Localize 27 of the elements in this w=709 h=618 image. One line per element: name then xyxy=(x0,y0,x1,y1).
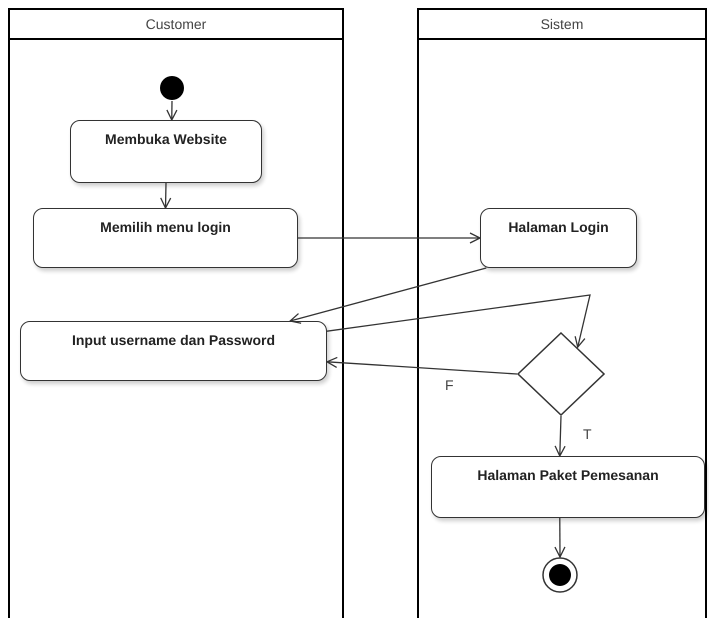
activity-label: Membuka Website xyxy=(105,130,227,149)
arrow xyxy=(160,182,172,209)
lane-title: Customer xyxy=(146,14,206,34)
final-node xyxy=(542,557,578,593)
activity-box xyxy=(70,120,262,183)
activity-box xyxy=(20,321,327,381)
lane-title: Sistem xyxy=(540,14,584,34)
initial-node xyxy=(159,75,185,101)
arrow xyxy=(290,267,486,324)
arrow xyxy=(554,416,566,457)
activity-box xyxy=(431,456,705,518)
decision-diamond xyxy=(517,332,605,416)
activity-box xyxy=(480,208,637,268)
edge-label: F xyxy=(444,378,455,392)
arrow xyxy=(166,101,178,121)
activity-label: Input username dan Password xyxy=(72,331,276,350)
activity-label: Halaman Login xyxy=(508,218,609,237)
arrow xyxy=(326,294,591,348)
swimlane xyxy=(417,8,707,618)
arrow xyxy=(554,518,566,558)
activity-label: Memilih menu login xyxy=(100,218,231,237)
activity-box xyxy=(33,208,298,268)
swimlane xyxy=(8,8,344,618)
edge-label: T xyxy=(582,427,593,441)
arrow xyxy=(326,356,518,375)
arrow xyxy=(298,232,481,244)
activity-label: Halaman Paket Pemesanan xyxy=(477,466,659,485)
